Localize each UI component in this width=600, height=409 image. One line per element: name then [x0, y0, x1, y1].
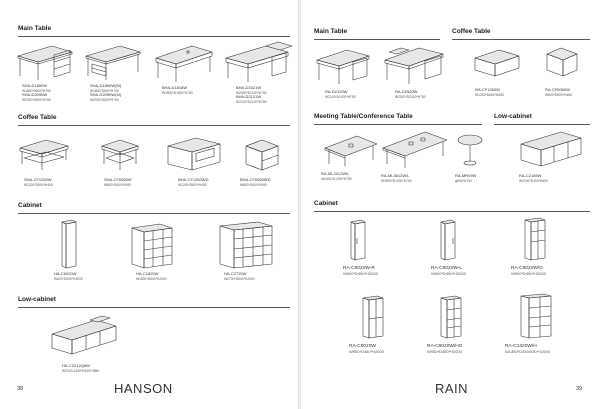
low-cabinet-illustration: [51, 315, 117, 355]
glass-cabinet-illustration: [440, 295, 462, 339]
coffee-table-illustration: [245, 139, 279, 171]
bookcase-illustration: [219, 221, 273, 269]
low-cabinet-illustration: [520, 131, 582, 167]
section-title-low-cabinet: Low-cabinet: [494, 113, 532, 120]
meeting-table-illustration: [324, 135, 378, 166]
section-divider: [18, 307, 290, 308]
section-divider: [314, 124, 482, 125]
coffee-table-illustration: [474, 49, 520, 77]
coffee-table-illustration: [101, 139, 139, 170]
book-spine: [298, 0, 302, 409]
page-number: 38: [17, 386, 24, 392]
section-title-cabinet: Cabinet: [18, 202, 42, 209]
bookcase-illustration: [131, 223, 173, 269]
meeting-table-illustration: [382, 131, 448, 168]
section-divider: [314, 211, 590, 212]
brand-name: HANSON: [114, 381, 173, 396]
section-title-coffee-table: Coffee Table: [452, 28, 491, 35]
section-divider: [452, 39, 590, 40]
glass-cabinet-illustration: [524, 217, 546, 261]
section-divider: [18, 36, 290, 37]
section-title-meeting-table: Meeting Table/Conference Table: [314, 113, 413, 120]
section-title-main-table: Main Table: [314, 28, 348, 35]
page-number: 39: [576, 386, 583, 392]
desk-illustration: [384, 47, 444, 84]
section-title-low-cabinet: Low-cabinet: [18, 296, 56, 303]
round-table-illustration: [457, 134, 483, 166]
desk-illustration: [225, 41, 293, 82]
desk-illustration: [155, 45, 213, 82]
tall-cabinet-illustration: [362, 295, 384, 339]
section-divider: [18, 125, 290, 126]
section-divider: [18, 213, 290, 214]
desk-illustration: [85, 45, 141, 80]
section-title-main-table: Main Table: [18, 25, 52, 32]
coffee-table-illustration: [546, 47, 578, 77]
tall-cabinet-illustration: [440, 219, 456, 261]
coffee-table-illustration: [167, 137, 221, 171]
tall-cabinet-illustration: [61, 219, 77, 269]
section-divider: [314, 39, 440, 40]
tall-cabinet-illustration: [350, 219, 366, 261]
section-title-coffee-table: Coffee Table: [18, 114, 57, 121]
brand-name: RAIN: [435, 381, 469, 396]
section-divider: [494, 124, 590, 125]
desk-illustration: [316, 49, 370, 84]
section-title-cabinet: Cabinet: [314, 200, 338, 207]
wide-cabinet-illustration: [520, 293, 552, 339]
desk-illustration: [17, 45, 73, 80]
coffee-table-illustration: [19, 139, 69, 170]
